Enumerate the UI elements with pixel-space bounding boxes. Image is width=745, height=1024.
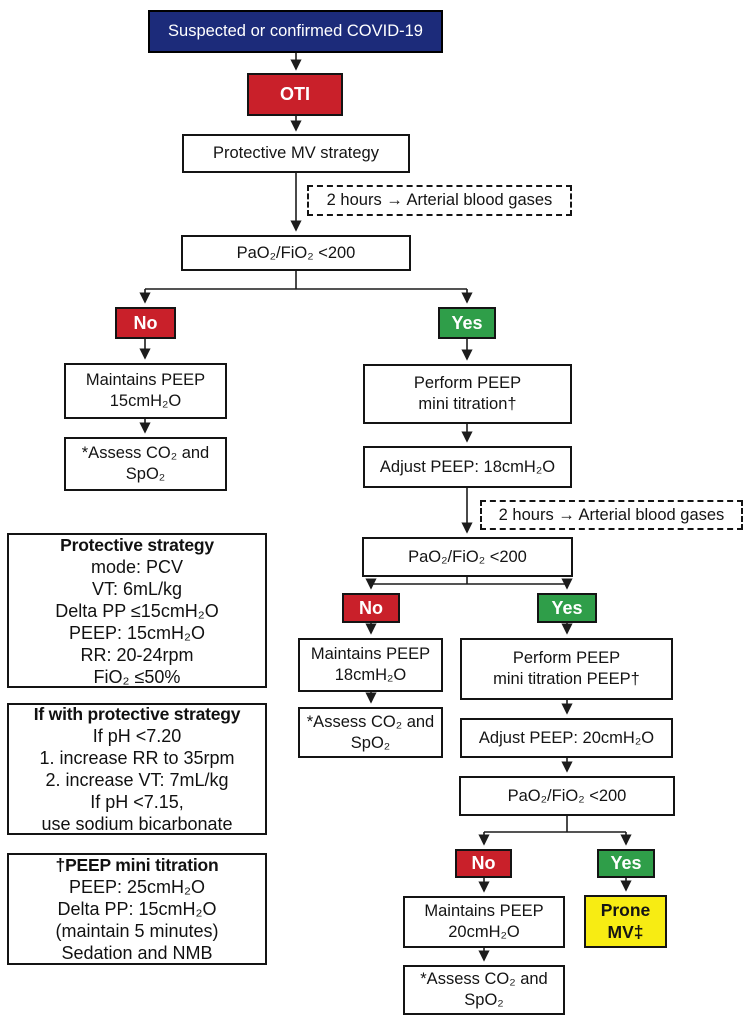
no-label-1: No <box>115 307 176 339</box>
peep-mini-titration-title: †PEEP mini titration <box>55 855 219 875</box>
maintains-peep-20-node: Maintains PEEP 20cmH₂O <box>403 896 565 948</box>
maintains-peep-15-node: Maintains PEEP 15cmH₂O <box>64 363 227 419</box>
acidosis-management-title: If with protective strategy <box>33 704 241 724</box>
start-node: Suspected or confirmed COVID-19 <box>148 10 443 53</box>
perform-titration-2-node: Perform PEEP mini titration PEEP† <box>460 638 673 700</box>
maintains-peep-18-node: Maintains PEEP 18cmH₂O <box>298 638 443 692</box>
protective-mv-node: Protective MV strategy <box>182 134 410 173</box>
oti-node: OTI <box>247 73 343 116</box>
assess-node-2: *Assess CO₂ and SpO₂ <box>298 707 443 758</box>
yes-label-1: Yes <box>438 307 496 339</box>
prone-mv-node: Prone MV‡ <box>584 895 667 948</box>
acidosis-management-box: If with protective strategy If pH <7.20 … <box>7 703 267 835</box>
peep-mini-titration-body: PEEP: 25cmH₂O Delta PP: 15cmH₂O (maintai… <box>55 877 219 963</box>
pf-check-1: PaO₂/FiO₂ <200 <box>181 235 411 271</box>
protective-strategy-box: Protective strategy mode: PCV VT: 6mL/kg… <box>7 533 267 688</box>
abg-note-2: 2 hours → Arterial blood gases <box>480 500 743 530</box>
adjust-peep-18-node: Adjust PEEP: 18cmH₂O <box>363 446 572 488</box>
assess-node-1: *Assess CO₂ and SpO₂ <box>64 437 227 491</box>
acidosis-management-body: If pH <7.20 1. increase RR to 35rpm 2. i… <box>39 726 235 834</box>
adjust-peep-20-node: Adjust PEEP: 20cmH₂O <box>460 718 673 758</box>
protective-strategy-body: mode: PCV VT: 6mL/kg Delta PP ≤15cmH₂O P… <box>55 556 219 687</box>
perform-titration-1-node: Perform PEEP mini titration† <box>363 364 572 424</box>
pf-check-3: PaO₂/FiO₂ <200 <box>459 776 675 816</box>
yes-label-2: Yes <box>537 593 597 623</box>
protective-strategy-title: Protective strategy <box>60 534 214 555</box>
abg-note-1: 2 hours → Arterial blood gases <box>307 185 572 216</box>
no-label-3: No <box>455 849 512 878</box>
no-label-2: No <box>342 593 400 623</box>
peep-mini-titration-box: †PEEP mini titration PEEP: 25cmH₂O Delta… <box>7 853 267 965</box>
yes-label-3: Yes <box>597 849 655 878</box>
assess-node-3: *Assess CO₂ and SpO₂ <box>403 965 565 1015</box>
pf-check-2: PaO₂/FiO₂ <200 <box>362 537 573 577</box>
